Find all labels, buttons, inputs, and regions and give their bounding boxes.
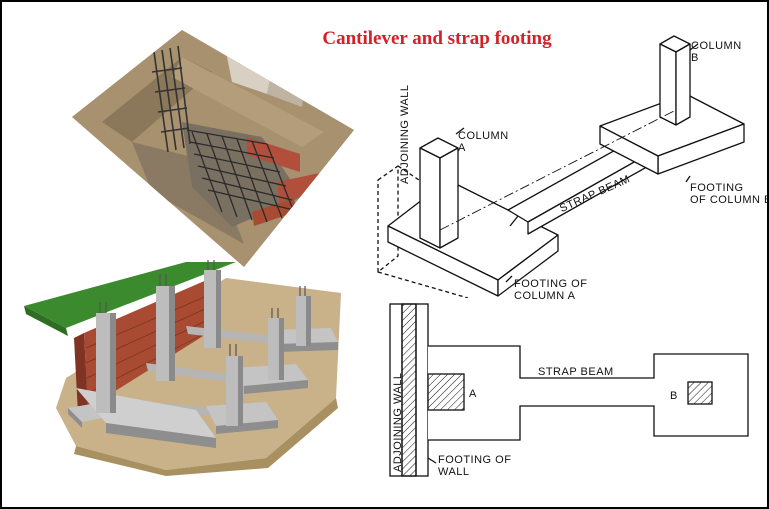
label-column-b: COLUMN B xyxy=(691,40,742,64)
label-column-b-plan: B xyxy=(670,390,678,402)
label-strap-beam-plan: STRAP BEAM xyxy=(538,366,614,378)
label-footing-of-wall: FOOTING OF WALL xyxy=(438,454,512,478)
excavation-photo xyxy=(72,30,354,267)
isometric-strap-footing-drawing xyxy=(377,35,745,298)
strap-footing-render xyxy=(24,260,341,476)
figure-title: Cantilever and strap footing xyxy=(322,28,552,49)
label-adjoining-wall-plan: ADJOINING WALL xyxy=(392,372,404,473)
label-column-a: COLUMN A xyxy=(458,130,509,154)
plan-strap-footing-drawing xyxy=(389,303,749,477)
label-column-a-plan: A xyxy=(469,388,477,400)
label-footing-column-a: FOOTING OF COLUMN A xyxy=(514,278,588,302)
label-footing-column-b: FOOTING OF COLUMN B xyxy=(690,182,767,206)
label-adjoining-wall-iso: ADJOINING WALL xyxy=(399,84,411,185)
